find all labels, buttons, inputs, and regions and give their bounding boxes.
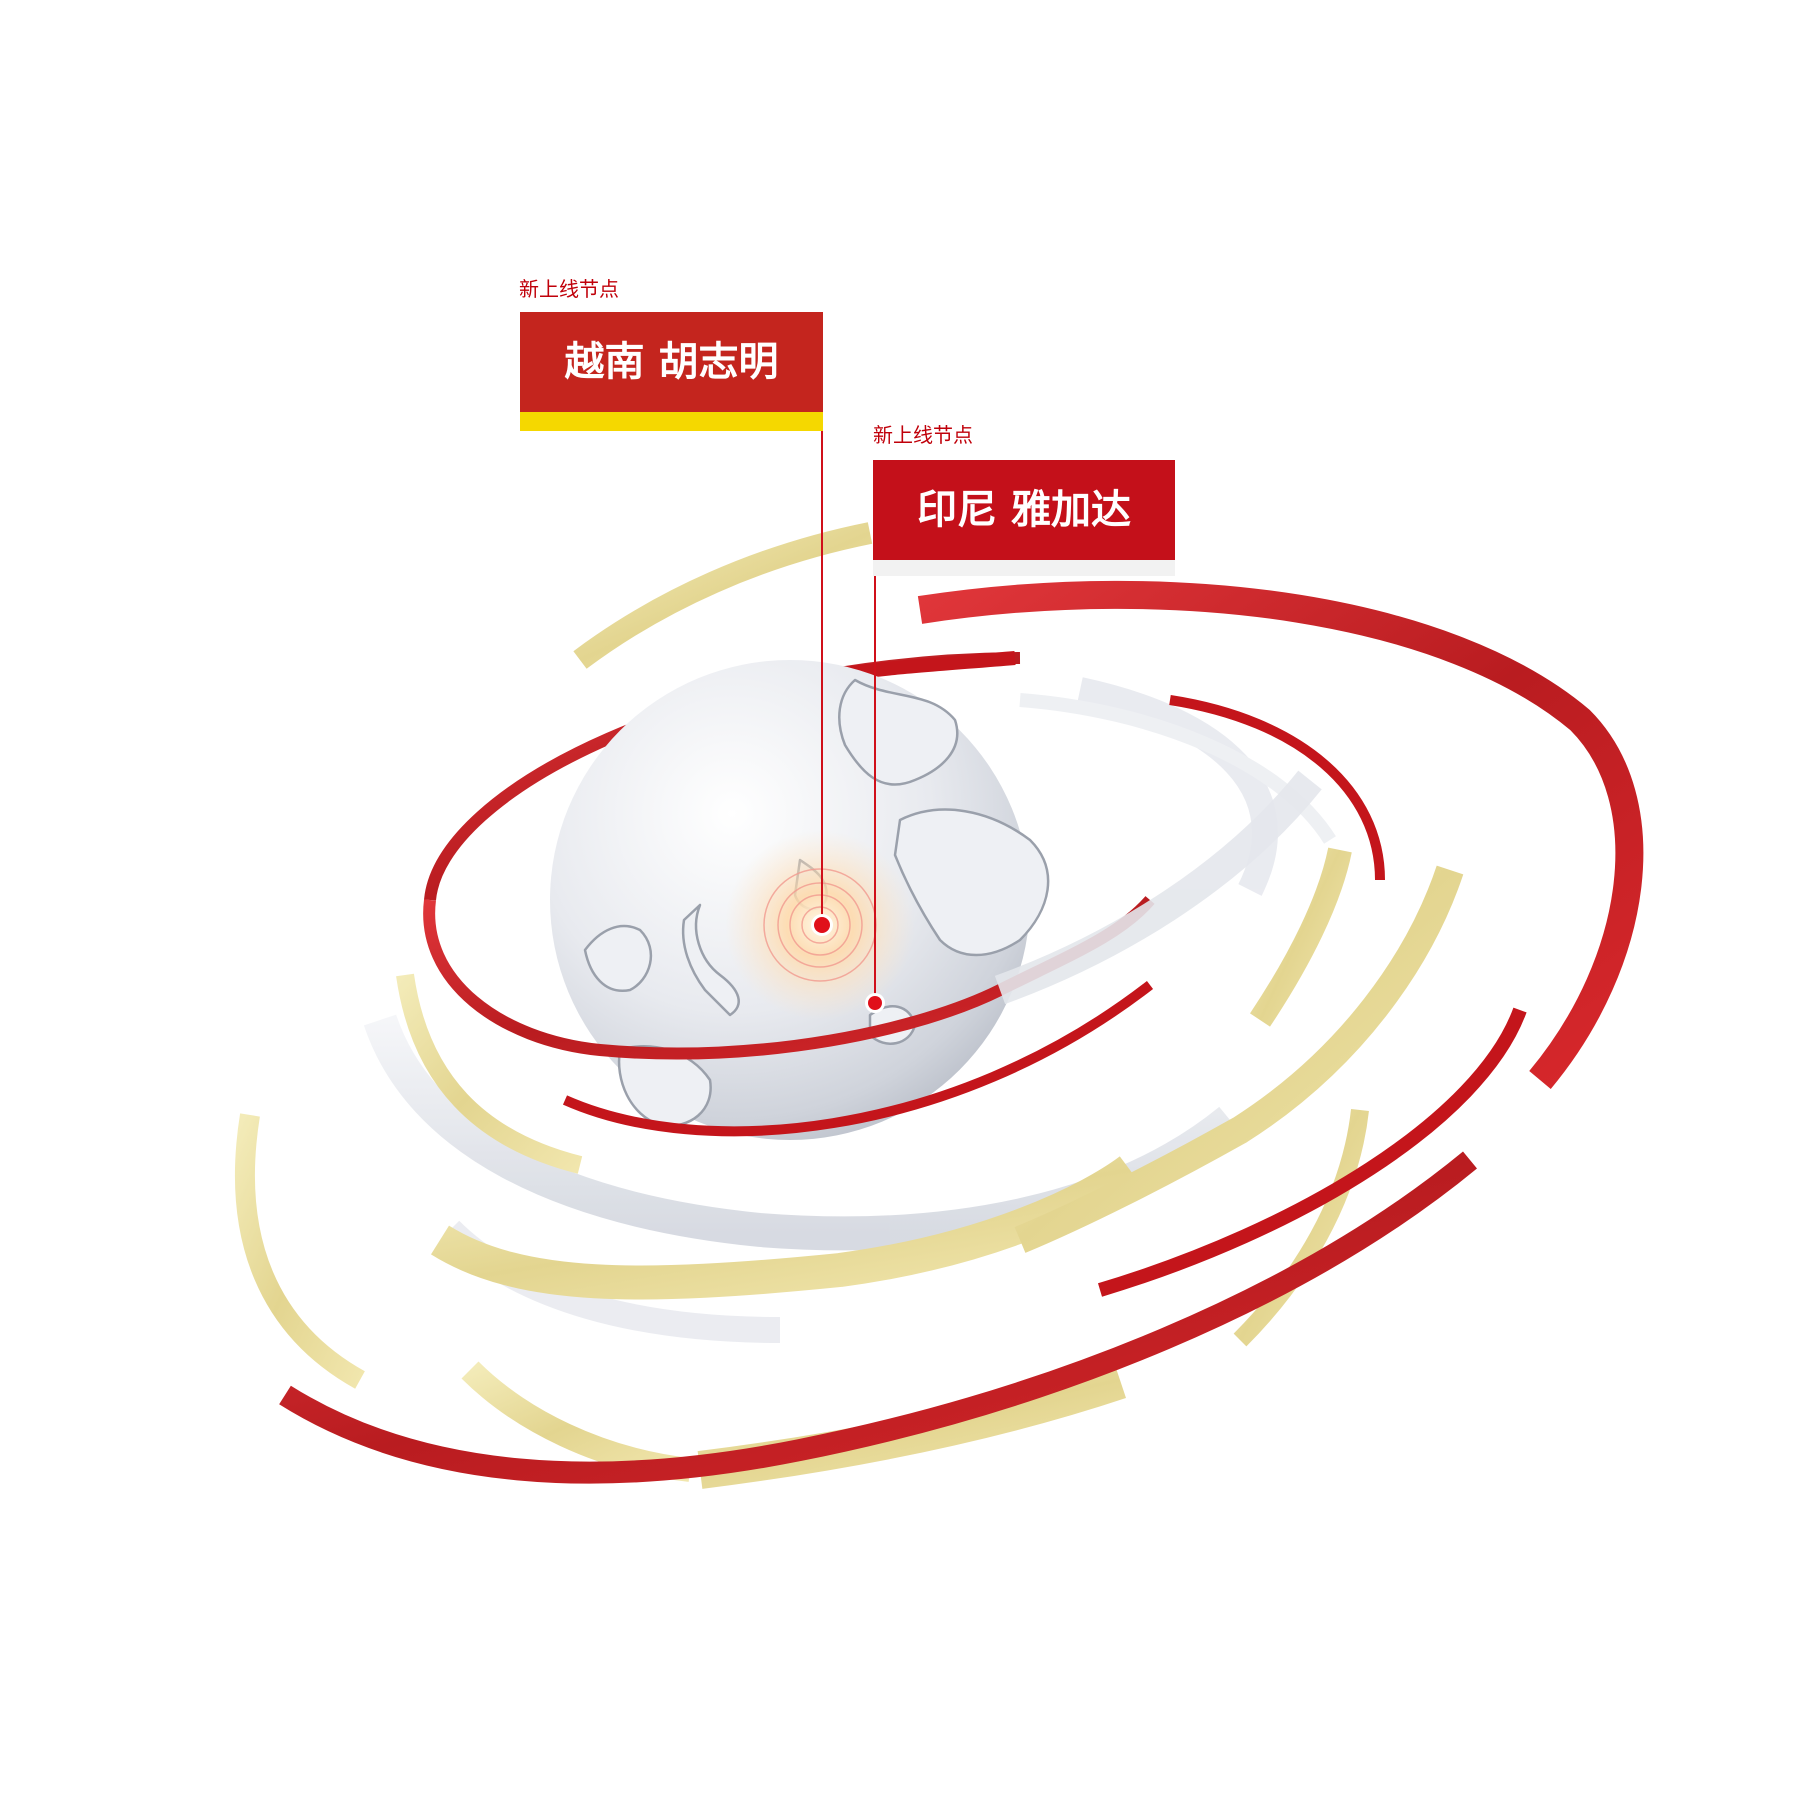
node-accent-bar-faint <box>873 560 1175 576</box>
node-label-jakarta: 印尼 雅加达 <box>873 460 1175 560</box>
red-ribbon-globe-band <box>562 981 1154 1137</box>
location-dot-icon <box>811 914 833 936</box>
node-subtitle-hochiminh: 新上线节点 <box>519 277 619 301</box>
red-ribbon-mid <box>1169 695 1385 881</box>
node-subtitle-jakarta: 新上线节点 <box>873 423 973 447</box>
red-ribbon-outer-lower <box>279 1151 1477 1484</box>
node-city-jakarta: 印尼 雅加达 <box>917 487 1131 533</box>
gold-ribbon-top-arc <box>573 522 873 669</box>
red-ribbon-outer <box>917 580 1644 1089</box>
red-ribbon-lower-arc <box>1097 1007 1527 1297</box>
node-accent-bar <box>520 412 823 431</box>
node-label-hochiminh: 越南 胡志明 <box>520 312 823 412</box>
node-city-hochiminh: 越南 胡志明 <box>564 339 779 385</box>
location-dot-icon <box>865 993 885 1013</box>
